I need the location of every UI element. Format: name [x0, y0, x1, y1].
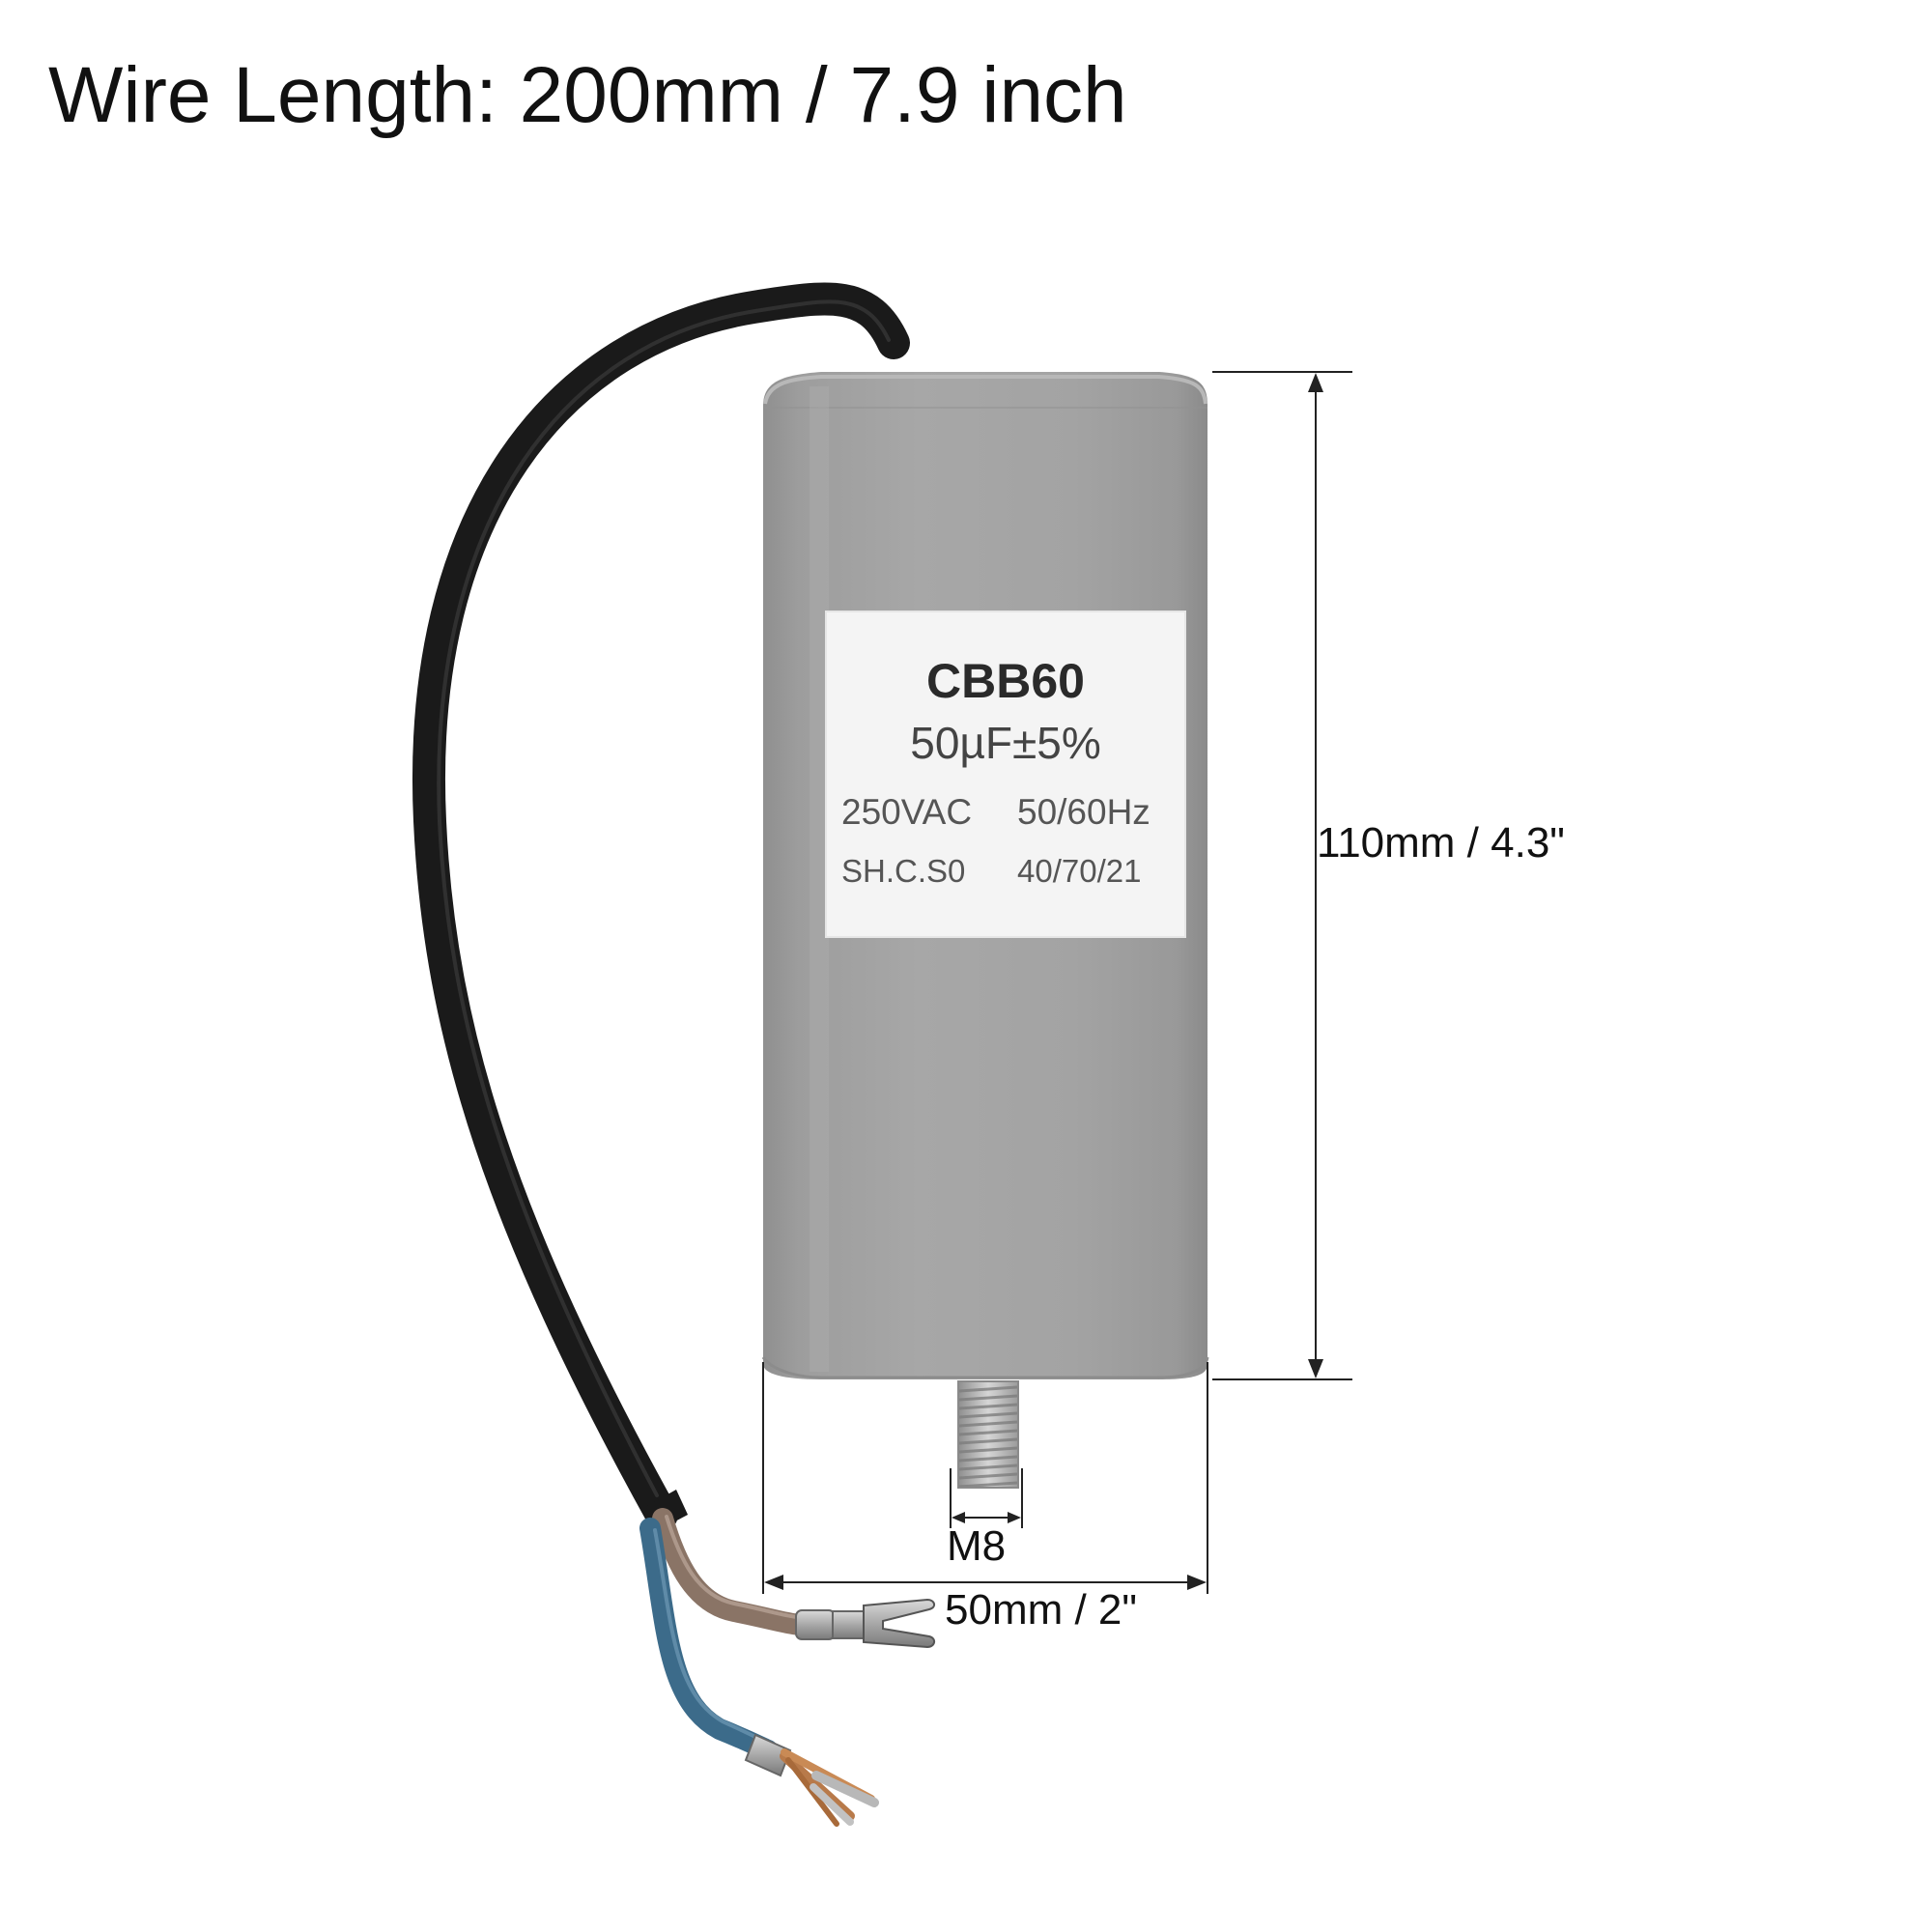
- label-model: CBB60: [926, 654, 1085, 708]
- black-wire: [412, 282, 910, 1531]
- blue-wire: [639, 1518, 779, 1761]
- label-frequency: 50/60Hz: [1017, 792, 1151, 832]
- label-climate: 40/70/21: [1017, 853, 1141, 889]
- threaded-stud: [957, 1380, 1019, 1489]
- width-dimension: [762, 1362, 1208, 1594]
- brown-wire: [652, 1508, 810, 1635]
- height-dimension: [1212, 371, 1352, 1380]
- width-dimension-label: 50mm / 2": [945, 1586, 1138, 1634]
- label-code: SH.C.S0: [841, 853, 965, 889]
- label-voltage: 250VAC: [841, 792, 972, 832]
- height-dimension-label: 110mm / 4.3": [1317, 819, 1565, 867]
- thread-size-label: M8: [947, 1522, 1007, 1570]
- thread-dimension: [950, 1468, 1023, 1528]
- wire-length-heading: Wire Length: 200mm / 7.9 inch: [48, 51, 1127, 139]
- rating-label-sticker: [825, 611, 1186, 938]
- label-capacitance: 50µF±5%: [910, 718, 1101, 768]
- wire-ferrule: [744, 1733, 879, 1827]
- fork-terminal: [795, 1598, 935, 1649]
